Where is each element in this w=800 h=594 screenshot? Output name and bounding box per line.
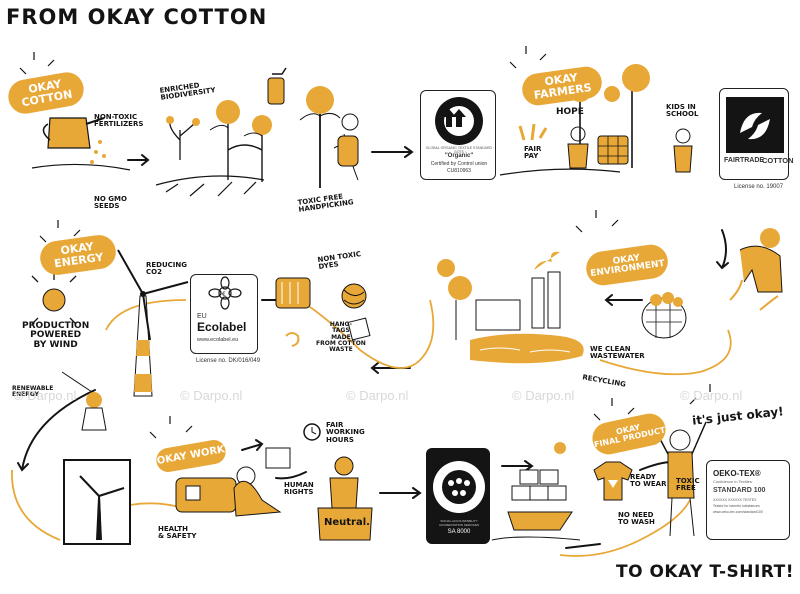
recycle-icon xyxy=(285,332,300,347)
label-no-need-to-wash: NO NEED TO WASH xyxy=(618,511,655,527)
worker-with-box xyxy=(317,456,373,541)
oeko-line-1: XXXXXX XXXXXX TESTEX xyxy=(713,498,757,502)
person-with-kite xyxy=(61,371,107,431)
ecolabel-flower-icon: € xyxy=(208,276,242,310)
ecolabel-license: License no. DK/016/049 xyxy=(196,358,261,364)
fairtrade-certificate: FAIRTRADE COTTON xyxy=(719,88,794,180)
wind-turbine-large xyxy=(117,249,189,397)
arrow-work xyxy=(17,389,96,472)
watermark-3: © Darpo.nl xyxy=(346,388,409,403)
label-toxic-free: TOXIC FREE xyxy=(676,477,700,493)
fairtrade-cotton: COTTON xyxy=(762,156,794,165)
label-health-safety: HEALTH & SAFETY xyxy=(158,525,197,541)
gots-logo-icon xyxy=(435,97,483,145)
wind-turbine-box xyxy=(63,459,131,545)
factory-scene xyxy=(437,251,584,364)
fairtrade-license: License no. 19007 xyxy=(734,184,784,190)
tshirt-icon xyxy=(593,461,633,501)
arrow-to-work-end xyxy=(565,543,601,549)
label-renewable-energy: RENEWABLE ENERGY xyxy=(12,385,54,399)
gots-certificate: GLOBAL ORGANIC TEXTILE STANDARD · GOTS ·… xyxy=(420,90,496,180)
sun-icon xyxy=(42,288,66,312)
oeko-sub: Confidence in Textiles xyxy=(713,479,752,484)
label-production-powered-by-wind: PRODUCTION POWERED BY WIND xyxy=(22,321,90,350)
label-fair-working-hours: FAIR WORKING HOURS xyxy=(326,421,365,444)
clock-icon xyxy=(303,423,321,441)
arrow-1 xyxy=(127,154,150,166)
arrow-clock xyxy=(241,439,264,451)
sa8000-label: SA 8000 xyxy=(447,529,471,535)
arrow-shirt xyxy=(275,471,307,480)
cotton-plants xyxy=(209,86,341,188)
label-hang-tags: HANG- TAGS MADE FROM COTTON WASTE xyxy=(316,321,366,354)
farmer-picker xyxy=(333,113,359,181)
cow-and-crops xyxy=(641,228,783,339)
sa-ring-text: SOCIAL ACCOUNTABILITY ACCREDITATION SERV… xyxy=(438,519,479,527)
arrow-to-sa xyxy=(379,487,422,499)
watering-can-icon xyxy=(42,117,106,164)
oeko-line-2: Tested for harmful substances xyxy=(713,504,760,508)
page-title: FROM OKAY COTTON xyxy=(6,5,268,29)
arrow-to-basket xyxy=(604,294,643,306)
watermark-4: © Darpo.nl xyxy=(512,388,575,403)
watermark-2: © Darpo.nl xyxy=(180,388,243,403)
label-no-gmo-seeds: NO GMO SEEDS xyxy=(94,195,127,211)
sa8000-certificate: SOCIAL ACCOUNTABILITY ACCREDITATION SERV… xyxy=(426,448,490,544)
ecolabel-url: www.ecolabel.eu xyxy=(197,337,239,343)
ecolabel-eu: EU xyxy=(197,313,207,320)
sa8000-logo-icon xyxy=(433,461,485,513)
watermark-5: © Darpo.nl xyxy=(680,388,743,403)
fairtrade-name: FAIRTRADE xyxy=(724,157,765,164)
gots-ring-text: GLOBAL ORGANIC TEXTILE STANDARD · GOTS · xyxy=(425,146,495,154)
label-we-clean-wastewater: WE CLEAN WASTEWATER xyxy=(590,345,645,361)
eu-ecolabel-certificate: € EU Ecolabel www.ecolabel.eu xyxy=(190,274,258,354)
oeko-line-3: www.oeko-tex.com/standard100 xyxy=(713,510,763,514)
label-reducing-co2: REDUCING CO2 xyxy=(146,261,188,277)
label-ready-to-wear: READY TO WEAR xyxy=(630,473,667,489)
yarn-and-dyes xyxy=(275,277,371,341)
happy-person xyxy=(649,419,707,537)
spray-bottle-icon xyxy=(267,67,287,105)
svg-text:€: € xyxy=(222,291,226,298)
label-human-rights: HUMAN RIGHTS xyxy=(284,481,314,497)
gots-organic: "Organic" xyxy=(444,153,474,159)
oeko-standard: STANDARD 100 xyxy=(713,487,766,494)
arrow-to-gots xyxy=(371,146,414,158)
gots-certified-by: Certified by Control union xyxy=(430,161,488,167)
label-non-toxic-fertilizers: NON-TOXIC FERTILIZERS xyxy=(94,113,144,129)
ecolabel-name: Ecolabel xyxy=(197,320,247,334)
label-fair-pay: FAIR PAY xyxy=(524,145,542,161)
oeko-tex-certificate: OEKO-TEX® Confidence in Textiles STANDAR… xyxy=(706,460,790,540)
label-kids-in-school: KIDS IN SCHOOL xyxy=(666,103,699,119)
oeko-title: OEKO-TEX® xyxy=(713,469,761,478)
arrow-down-right xyxy=(716,229,729,270)
arrow-to-oeko xyxy=(639,461,673,471)
fairtrade-logo-icon xyxy=(726,97,784,153)
arrow-to-boat xyxy=(501,460,534,472)
gots-code: CU810963 xyxy=(447,168,471,174)
sewing-scene xyxy=(175,447,291,517)
label-neutral-box: Neutral. xyxy=(324,517,370,528)
footer-title: TO OKAY T-SHIRT! xyxy=(616,562,794,582)
watermark-1: © Darpo.nl xyxy=(14,388,77,403)
label-hope: HOPE xyxy=(556,107,584,117)
cargo-boat xyxy=(491,442,581,541)
